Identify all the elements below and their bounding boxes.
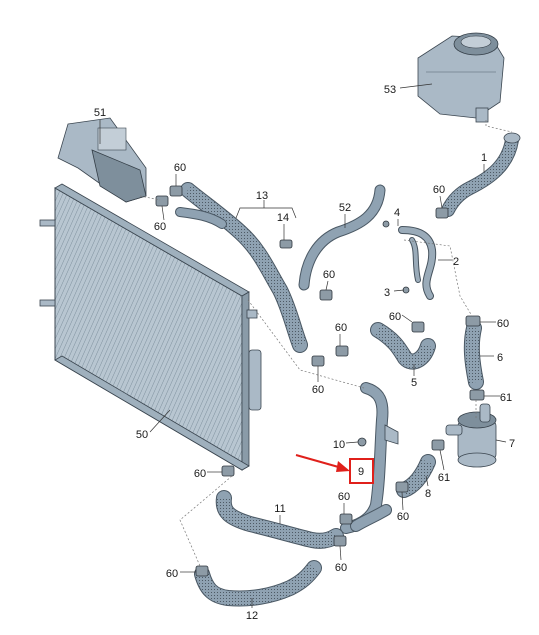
pipe-2 <box>398 226 437 300</box>
highlight-arrow-shaft <box>295 454 343 469</box>
callout-60: 60 <box>194 468 206 480</box>
callout-60: 60 <box>312 384 324 396</box>
hose-1 <box>441 132 521 217</box>
connector <box>279 239 293 249</box>
callout-60: 60 <box>335 562 347 574</box>
callout-60: 60 <box>335 322 347 334</box>
bolt <box>357 437 367 447</box>
clamp <box>339 513 353 525</box>
hose-52 <box>298 184 386 291</box>
callout-12: 12 <box>246 610 258 622</box>
callout-9: 9 <box>358 466 364 478</box>
clamp <box>465 315 481 327</box>
expansion-tank <box>417 32 505 123</box>
callout-10: 10 <box>333 439 345 451</box>
dashed-guides <box>139 120 513 567</box>
clamp <box>395 481 409 493</box>
clamp <box>335 345 349 357</box>
callout-61: 61 <box>500 392 512 404</box>
callout-60: 60 <box>497 318 509 330</box>
clamp <box>333 535 347 547</box>
callout-7: 7 <box>509 438 515 450</box>
callout-53: 53 <box>384 84 396 96</box>
leader-lines <box>99 83 507 608</box>
callout-60: 60 <box>397 511 409 523</box>
radiator <box>39 183 262 471</box>
callout-6: 6 <box>497 352 503 364</box>
callout-60: 60 <box>154 221 166 233</box>
clamp <box>319 289 333 301</box>
clamp <box>155 195 169 207</box>
callout-51: 51 <box>94 107 106 119</box>
callout-52: 52 <box>339 202 351 214</box>
callout-60: 60 <box>174 162 186 174</box>
hose-12 <box>194 560 322 607</box>
air-duct <box>57 117 147 203</box>
hose-connector <box>350 504 392 532</box>
callout-60: 60 <box>389 311 401 323</box>
highlight-callout-9 <box>295 454 374 484</box>
callout-11: 11 <box>274 503 285 515</box>
callout-60: 60 <box>433 184 445 196</box>
callout-4: 4 <box>394 207 400 219</box>
callout-14: 14 <box>277 212 289 224</box>
bolt <box>382 220 390 228</box>
clamp <box>221 465 235 477</box>
callout-13: 13 <box>256 190 268 202</box>
clamp <box>411 321 425 333</box>
callout-5: 5 <box>411 377 417 389</box>
highlight-arrow-head <box>336 461 350 472</box>
hose-5 <box>370 322 436 370</box>
callout-3: 3 <box>384 287 390 299</box>
callout-2: 2 <box>453 256 459 268</box>
water-pump <box>445 403 497 468</box>
callout-60: 60 <box>338 491 350 503</box>
clamp <box>311 355 325 367</box>
clamp <box>469 389 485 401</box>
hose-6 <box>463 320 484 390</box>
callout-61: 61 <box>438 472 450 484</box>
clamp <box>169 185 183 197</box>
clamps <box>155 185 485 577</box>
clamp <box>435 207 449 219</box>
hose-13 <box>175 182 308 353</box>
clamp <box>195 565 209 577</box>
callout-60: 60 <box>166 568 178 580</box>
clamp <box>431 439 445 451</box>
callout-8: 8 <box>425 488 431 500</box>
callout-60: 60 <box>323 269 335 281</box>
callout-50: 50 <box>136 429 148 441</box>
hose-11 <box>215 490 344 549</box>
callout-1: 1 <box>481 152 487 164</box>
